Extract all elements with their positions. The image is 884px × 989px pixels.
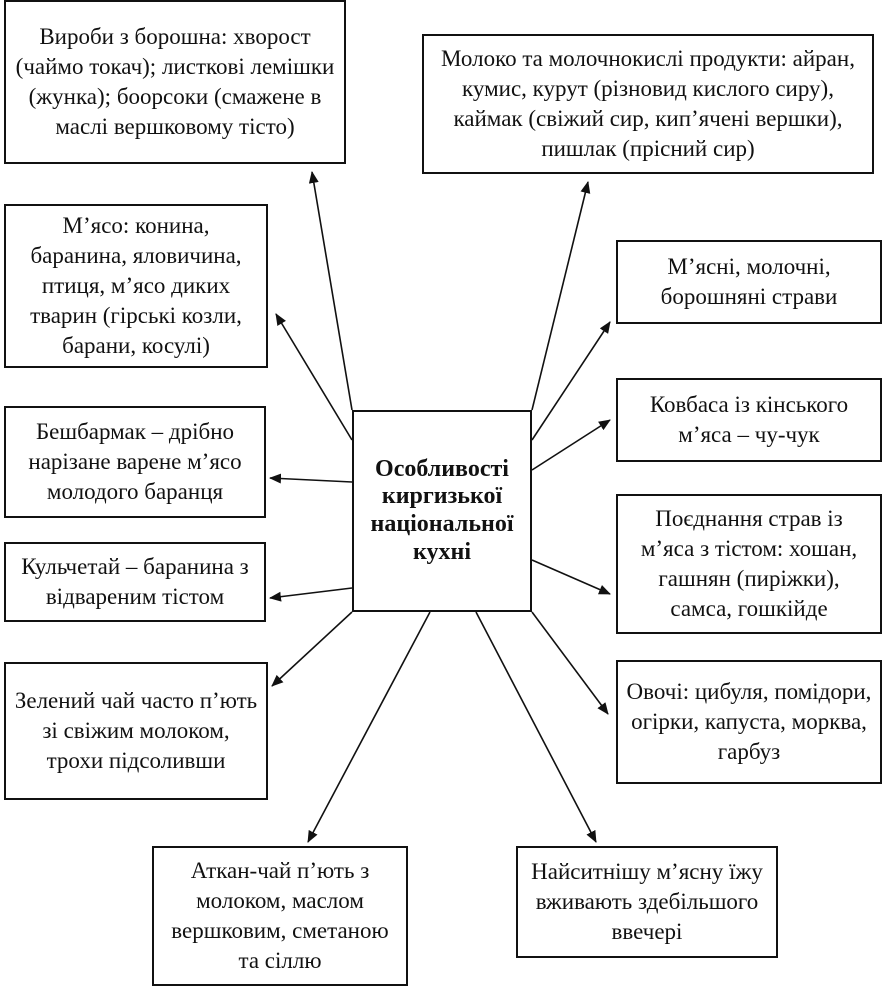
node-sausage: Ковбаса із кінського м’яса – чу-чук <box>616 378 882 462</box>
node-meat-types: М’ясо: конина, баранина, яловичина, птиц… <box>4 204 268 368</box>
arrow-to-veg <box>531 611 609 715</box>
node-atkan-tea-label: Аткан-чай п’ють з молоком, маслом вершко… <box>171 858 389 973</box>
node-flour-products-label: Вироби з борошна: хворост (чаймо токач);… <box>15 24 335 139</box>
arrow-to-combo <box>531 559 611 595</box>
node-dish-types: М’ясні, молочні, борошняні страви <box>616 240 882 324</box>
center-node: Особливості киргизької національної кухн… <box>352 410 532 612</box>
arrow-to-flour <box>308 171 353 411</box>
arrow-to-evening <box>475 611 597 843</box>
node-beshbarmak-label: Бешбармак – дрібно нарізане варене м’ясо… <box>28 419 242 504</box>
node-kulchetai-label: Кульчетай – баранина з відвареним тістом <box>21 554 249 609</box>
node-green-tea: Зелений чай часто п’ють зі свіжим молоко… <box>4 662 268 800</box>
arrow-to-tea <box>271 611 353 687</box>
node-beshbarmak: Бешбармак – дрібно нарізане варене м’ясо… <box>4 406 266 518</box>
node-meat-types-label: М’ясо: конина, баранина, яловичина, птиц… <box>30 213 242 358</box>
node-dairy-products: Молоко та молочнокислі продукти: айран, … <box>422 34 874 174</box>
node-evening-meal-label: Найситнішу м’ясну їжу вживають здебільшо… <box>531 859 763 944</box>
node-vegetables-label: Овочі: цибуля, помідори, огірки, капуста… <box>626 679 872 764</box>
arrow-to-dishes <box>531 321 611 441</box>
node-atkan-tea: Аткан-чай п’ють з молоком, маслом вершко… <box>152 846 408 986</box>
node-dish-types-label: М’ясні, молочні, борошняні страви <box>660 254 838 309</box>
arrow-to-sausage <box>531 419 611 471</box>
node-dairy-products-label: Молоко та молочнокислі продукти: айран, … <box>441 46 855 161</box>
node-vegetables: Овочі: цибуля, помідори, огірки, капуста… <box>616 660 882 784</box>
node-green-tea-label: Зелений чай часто п’ють зі свіжим молоко… <box>14 688 258 773</box>
node-flour-products: Вироби з борошна: хворост (чаймо токач);… <box>4 0 346 164</box>
center-node-label: Особливості киргизької національної кухн… <box>370 455 514 565</box>
arrow-to-atkan <box>307 611 431 843</box>
node-sausage-label: Ковбаса із кінського м’яса – чу-чук <box>649 392 849 447</box>
arrow-to-meat <box>275 313 353 441</box>
arrow-to-kulche <box>269 587 353 602</box>
node-meat-dough-combo: Поєднання страв із м’яса з тістом: хошан… <box>616 494 882 634</box>
node-kulchetai: Кульчетай – баранина з відвареним тістом <box>4 542 266 622</box>
node-meat-dough-combo-label: Поєднання страв із м’яса з тістом: хошан… <box>640 506 858 621</box>
arrow-to-milk <box>531 181 591 411</box>
node-evening-meal: Найситнішу м’ясну їжу вживають здебільшо… <box>516 846 778 958</box>
arrow-to-besh <box>269 473 353 484</box>
